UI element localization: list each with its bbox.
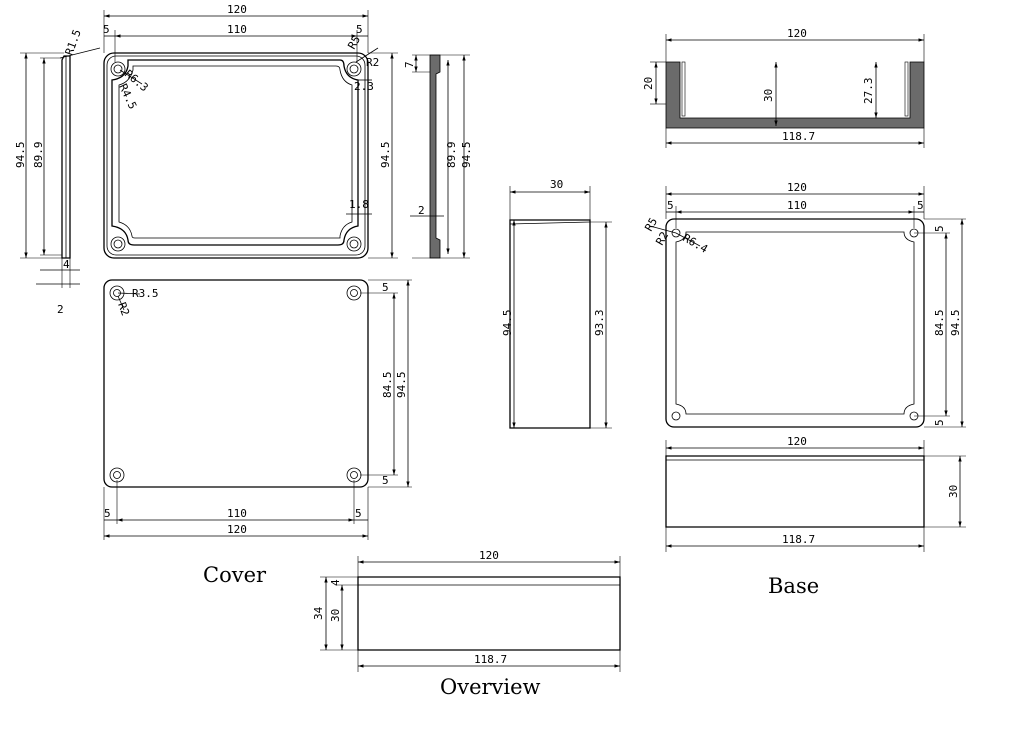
dim-label: 94.5	[395, 372, 408, 399]
dim-label: 89.9	[32, 142, 45, 169]
base-section-view	[650, 34, 925, 148]
dim-label: 84.5	[933, 310, 946, 337]
cover-inside-view	[59, 10, 398, 259]
dim-label: R5	[642, 216, 660, 234]
dim-label: 118.7	[782, 533, 815, 546]
dim-label: 118.7	[782, 130, 815, 143]
dim-label: 120	[787, 27, 807, 40]
dim-label: 93.3	[593, 310, 606, 337]
dim-label: 2	[57, 303, 64, 316]
dim-label: 94.5	[460, 142, 473, 169]
overview-title: Overview	[440, 675, 541, 699]
dim-label: 5	[103, 23, 110, 36]
dim-label: 20	[642, 77, 655, 90]
dim-label: 94.5	[501, 310, 514, 337]
dim-label: 110	[787, 199, 807, 212]
dim-label: 1.8	[349, 198, 369, 211]
dim-label: 27.3	[862, 78, 875, 105]
dim-label: 7	[403, 61, 416, 68]
dim-label: 120	[787, 181, 807, 194]
dim-label: 120	[227, 523, 247, 536]
dim-label: 30	[762, 89, 775, 102]
dim-label: R6.4	[681, 231, 711, 256]
dim-label: 30	[947, 485, 960, 498]
dim-label: 5	[382, 474, 389, 487]
dim-label: 2.3	[354, 80, 374, 93]
dim-label: R5	[345, 34, 363, 52]
dim-label: 4	[329, 579, 342, 586]
dim-label: 110	[227, 507, 247, 520]
dim-label: 120	[479, 549, 499, 562]
dim-label: 30	[329, 609, 342, 622]
cover-side-section	[20, 52, 80, 288]
dim-label: 5	[382, 281, 389, 294]
dim-label: 120	[227, 3, 247, 16]
dim-label: 84.5	[381, 372, 394, 399]
dim-label: 5	[667, 199, 674, 212]
dim-label: R2	[366, 56, 379, 69]
dim-label: R2	[115, 301, 132, 318]
dim-label: 120	[787, 435, 807, 448]
dim-label: 30	[550, 178, 563, 191]
dim-label: 5	[933, 419, 946, 426]
dim-label: R2	[653, 230, 671, 248]
dim-label: 4	[63, 258, 70, 271]
base-side-view	[509, 186, 612, 429]
dim-label: R3.5	[132, 287, 159, 300]
base-title: Base	[768, 574, 819, 598]
dim-label: 94.5	[949, 310, 962, 337]
dim-label: 110	[227, 23, 247, 36]
dim-label: 94.5	[379, 142, 392, 169]
overview-view	[320, 556, 621, 672]
dim-label: 5	[355, 507, 362, 520]
dim-label: 118.7	[474, 653, 507, 666]
cover-top-view	[103, 279, 412, 540]
dim-label: 94.5	[14, 142, 27, 169]
base-top-view	[649, 186, 966, 428]
cover-side-profile	[410, 54, 470, 259]
base-front-view	[665, 440, 966, 552]
dim-label: 5	[356, 23, 363, 36]
dimension-labels: 120 110 5 5 R1.5 R5 R2 R6.3 R4.5 2.3 1.8…	[14, 3, 962, 666]
dim-label: 89.9	[445, 142, 458, 169]
dim-label: 2	[418, 204, 425, 217]
cover-title: Cover	[203, 563, 267, 587]
dim-label: 5	[917, 199, 924, 212]
dim-label: 34	[312, 606, 325, 620]
dim-label: 5	[933, 225, 946, 232]
dim-label: 5	[104, 507, 111, 520]
